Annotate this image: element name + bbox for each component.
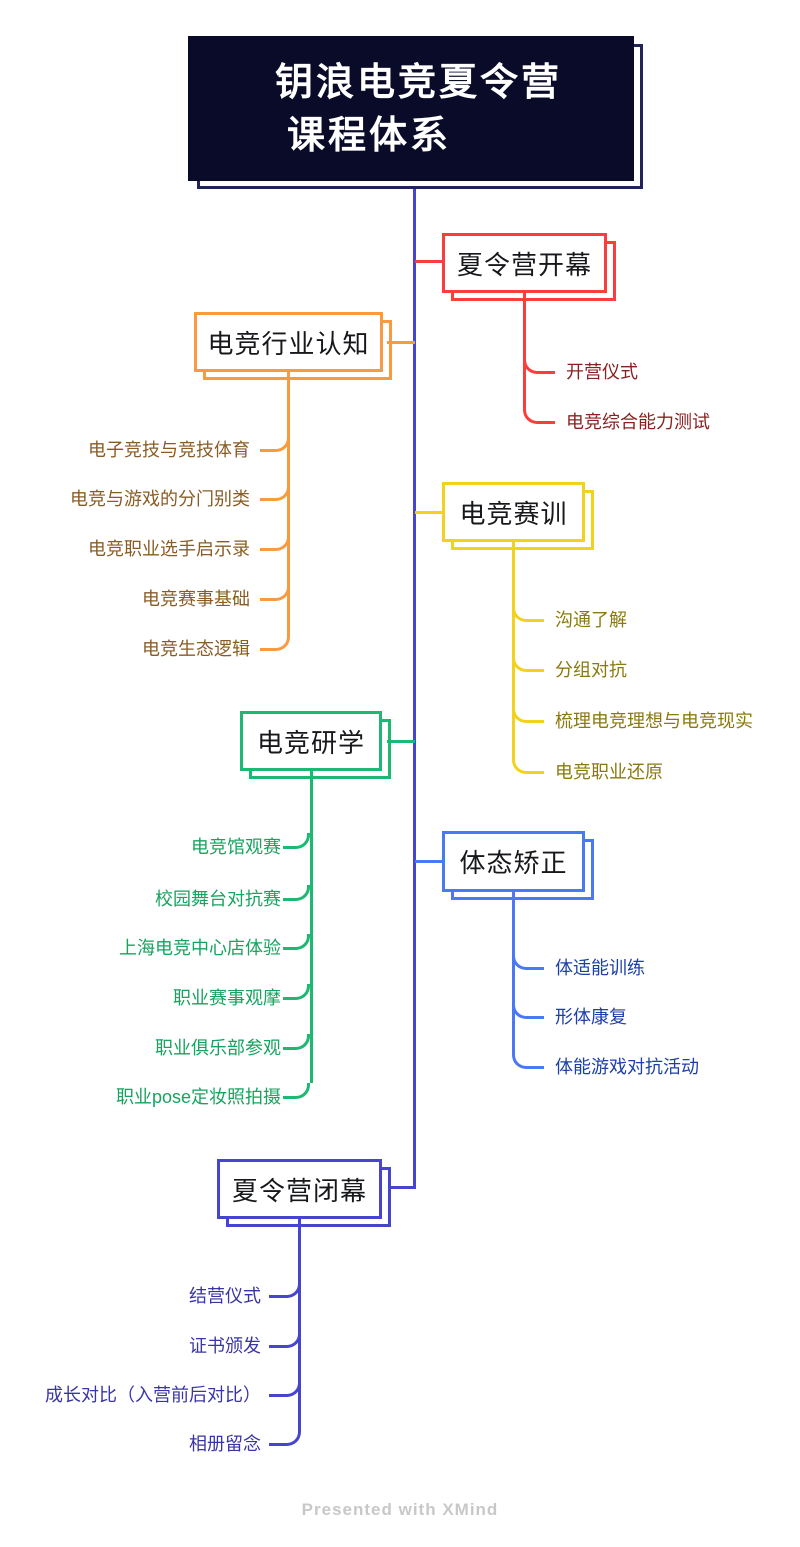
topic-camp-opening[interactable]: 夏令营开幕 [442,233,616,301]
xmind-watermark: Presented with XMind [301,1500,499,1519]
child-trunk-camp-opening [523,293,526,408]
subtopic[interactable]: 成长对比（入营前后对比） [45,1385,261,1405]
child-elbow [512,656,544,672]
child-elbow [512,606,544,622]
topic-camp-closing[interactable]: 夏令营闭幕 [217,1159,391,1227]
subtopic[interactable]: 电竞与游戏的分门别类 [70,489,250,509]
subtopic[interactable]: 证书颁发 [189,1336,261,1356]
child-elbow [512,1003,544,1019]
subtopic[interactable]: 相册留念 [189,1434,261,1454]
subtopic[interactable]: 电竞赛事基础 [142,589,250,609]
subtopic[interactable]: 结营仪式 [189,1286,261,1306]
child-elbow [260,485,290,501]
subtopic[interactable]: 上海电竞中心店体验 [119,938,281,958]
topic-esports-study-tour[interactable]: 电竞研学 [240,711,391,779]
topic-label: 电竞行业认知 [194,312,383,372]
topic-industry-cognition[interactable]: 电竞行业认知 [194,312,392,380]
child-elbow [523,358,555,374]
topic-label: 电竞赛训 [442,482,585,542]
topic-label: 夏令营闭幕 [217,1159,382,1219]
topic-label: 夏令营开幕 [442,233,607,293]
child-elbow [512,954,544,970]
branch-connector-industry-cognition [387,341,415,344]
central-topic-title-line1: 钥浪电竞夏令营 [275,62,563,104]
child-elbow [283,934,310,950]
child-elbow [512,758,544,774]
branch-connector-posture-correction [415,860,443,863]
branch-connector-camp-opening [415,260,443,263]
child-elbow [283,1083,310,1099]
topic-label: 体态矫正 [442,831,585,892]
subtopic[interactable]: 职业pose定妆照拍摄 [115,1087,281,1107]
subtopic[interactable]: 职业赛事观摩 [173,988,281,1008]
subtopic[interactable]: 电竞职业还原 [555,762,663,782]
subtopic[interactable]: 电竞综合能力测试 [566,412,710,432]
child-elbow [512,1053,544,1069]
subtopic[interactable]: 梳理电竞理想与电竞现实 [555,711,753,731]
child-trunk-esports-study-tour [310,771,313,1083]
child-trunk-industry-cognition [287,372,290,635]
central-topic[interactable]: 钥浪电竞夏令营 课程体系 [188,36,643,189]
subtopic[interactable]: 体适能训练 [555,958,645,978]
topic-posture-correction[interactable]: 体态矫正 [442,831,594,900]
subtopic[interactable]: 开营仪式 [566,362,638,382]
subtopic[interactable]: 电竞生态逻辑 [142,639,250,659]
subtopic[interactable]: 电竞馆观赛 [191,837,281,857]
child-elbow [260,635,290,651]
subtopic[interactable]: 形体康复 [555,1007,627,1027]
child-elbow [260,585,290,601]
child-elbow [512,707,544,723]
subtopic[interactable]: 电竞职业选手启示录 [88,539,250,559]
child-elbow [269,1332,301,1348]
child-trunk-posture-correction [512,892,515,1053]
child-elbow [260,436,290,452]
child-elbow [283,885,310,901]
child-elbow [283,833,310,849]
child-elbow [269,1282,301,1298]
branch-connector-esports-training [415,511,443,514]
topic-esports-training[interactable]: 电竞赛训 [442,482,594,550]
child-elbow [283,1034,310,1050]
subtopic[interactable]: 体能游戏对抗活动 [555,1057,699,1077]
child-trunk-camp-closing [298,1219,301,1430]
topic-label: 电竞研学 [240,711,382,771]
branch-connector-esports-study-tour [387,740,415,743]
child-elbow [523,408,555,424]
subtopic[interactable]: 分组对抗 [555,660,627,680]
central-topic-title-line2: 课程体系 [287,115,452,157]
subtopic[interactable]: 职业俱乐部参观 [155,1038,281,1058]
child-elbow [260,535,290,551]
subtopic[interactable]: 沟通了解 [555,610,627,630]
child-elbow [269,1381,301,1397]
child-elbow [283,984,310,1000]
subtopic[interactable]: 电子竞技与竞技体育 [88,440,250,460]
subtopic[interactable]: 校园舞台对抗赛 [155,889,281,909]
child-trunk-esports-training [512,542,515,758]
spine-connector [390,186,416,1189]
child-elbow [269,1430,301,1446]
